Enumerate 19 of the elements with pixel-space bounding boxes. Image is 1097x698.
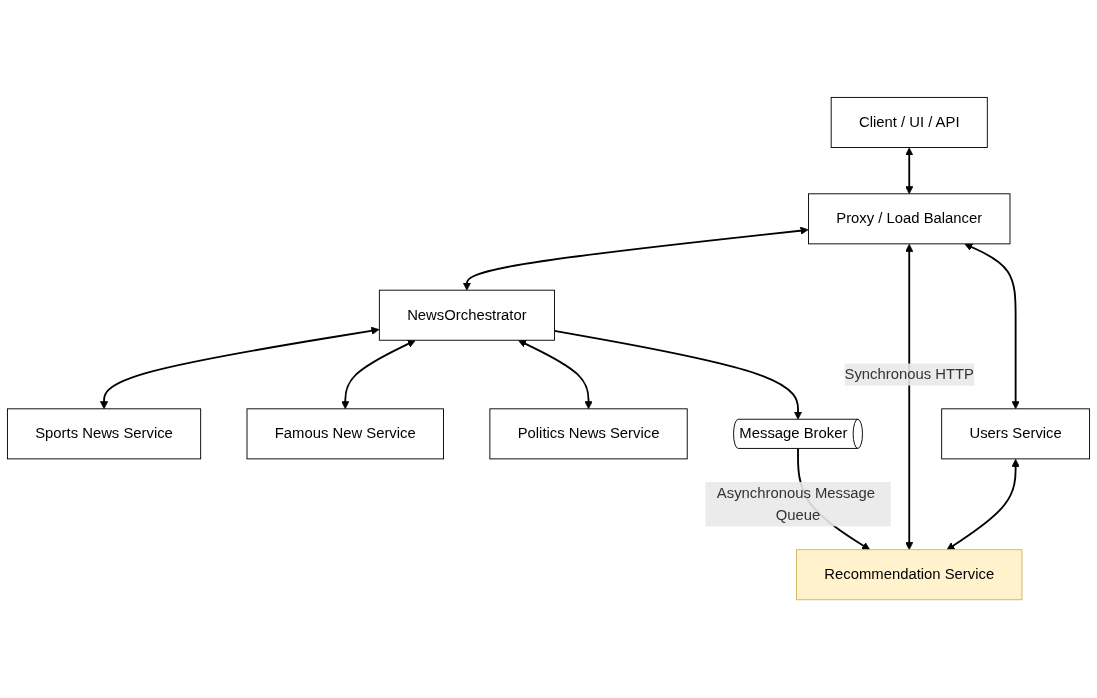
node-box: Proxy / Load Balancer	[808, 193, 1011, 245]
edge-label: Asynchronous Message Queue	[716, 485, 876, 524]
node-box: Sports News Service	[6, 408, 202, 460]
arrow	[964, 243, 1020, 410]
node-box: Recommendation Service	[796, 549, 1023, 601]
node-box: Users Service	[941, 408, 1091, 460]
arrow	[946, 459, 1020, 551]
arrow	[462, 227, 809, 291]
arrow	[518, 340, 593, 410]
node-box: NewsOrchestrator	[378, 290, 555, 342]
node-box: Famous New Service	[246, 408, 444, 460]
edge-label: Synchronous HTTP	[844, 366, 974, 383]
node-box: Politics News Service	[489, 408, 688, 460]
arrow	[905, 147, 914, 195]
arrow	[341, 340, 416, 410]
node-box: Client / UI / API	[830, 97, 988, 149]
arrow	[905, 244, 914, 551]
node-text: Message Broker	[739, 425, 848, 442]
arrow	[99, 327, 380, 410]
